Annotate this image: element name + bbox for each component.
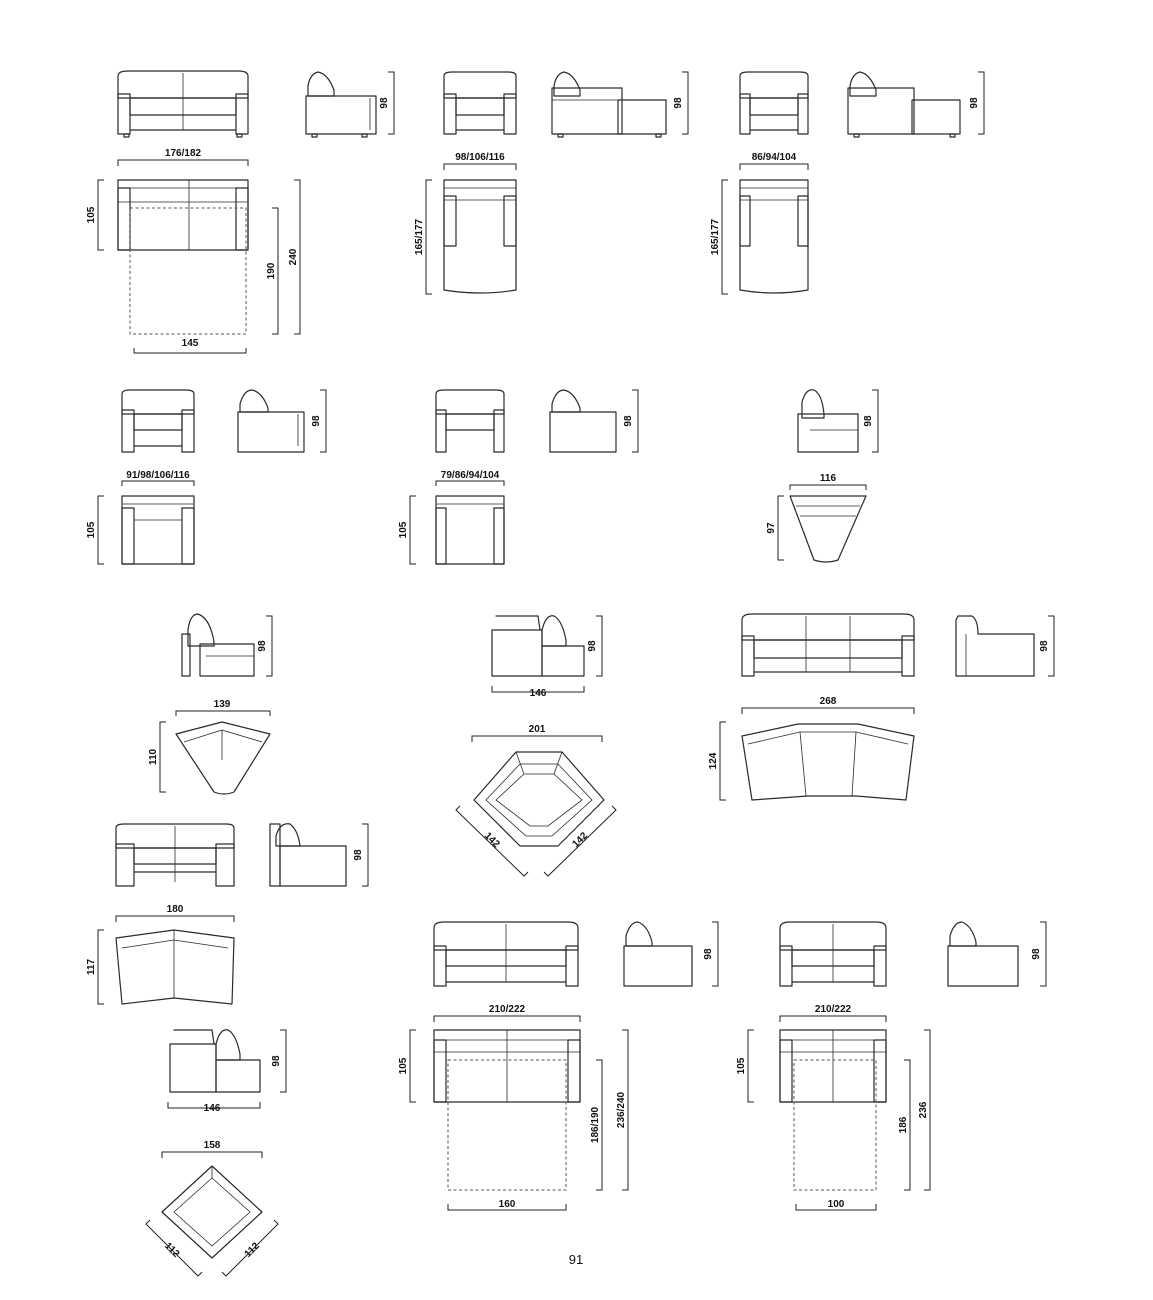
dimension-label: 210/222 [489, 1004, 526, 1015]
dimension-label: 98 [863, 415, 874, 427]
sofa-front-view [117, 70, 249, 138]
dimension-label: 201 [529, 724, 546, 735]
chaise-b-front-view [739, 71, 809, 135]
dimension-label: 100 [828, 1199, 845, 1210]
dimension-label: 97 [766, 522, 777, 534]
sofa-side-view [305, 71, 377, 138]
corner-unit: 98 146 201 142 142 [455, 615, 617, 877]
armless-chair: 98 79/86/94/104 105 [398, 389, 639, 565]
open-depth-label: 240 [288, 248, 299, 265]
dimension-label: 98 [623, 415, 634, 427]
dimension-label: 165/177 [710, 218, 721, 255]
dimension-label: 98 [673, 97, 684, 109]
dimension-label: 117 [86, 958, 97, 975]
dimension-label: 105 [86, 521, 97, 538]
dimension-label: 186 [898, 1116, 909, 1133]
dimension-label: 236 [918, 1101, 929, 1118]
wedge-unit: 98 116 97 [766, 389, 879, 563]
dimension-label: 98 [1039, 640, 1050, 652]
dimension-label: 142 [570, 830, 590, 850]
small-sofa-bed: 98 210/222 105 186 236 100 [736, 921, 1047, 1211]
angled-sofa: 98 180 117 [86, 823, 369, 1005]
mattress-length-label: 190 [266, 262, 277, 279]
dimension-label: 105 [398, 1057, 409, 1074]
chaise-b-side-view: 98 [847, 71, 985, 138]
dimension-label: 105 [398, 521, 409, 538]
height-dimension: 98 [379, 71, 395, 135]
dimension-label: 139 [214, 699, 231, 710]
dimension-label: 116 [820, 473, 837, 484]
sofa-bed-plan: 176/182 105 190 240 145 [86, 148, 301, 354]
dimension-label: 160 [499, 1199, 516, 1210]
dimension-label: 158 [204, 1140, 221, 1151]
dimension-label: 98 [587, 640, 598, 652]
dimension-label: 98 [969, 97, 980, 109]
dimension-label: 98/106/116 [455, 152, 505, 163]
dimension-label: 165/177 [414, 218, 425, 255]
dimension-label: 98 [311, 415, 322, 427]
dimension-label: 180 [167, 904, 184, 915]
chaise-a-plan: 98/106/116 165/177 [414, 152, 517, 295]
chaise-a-front-view [443, 71, 517, 135]
dimension-label: 98 [353, 849, 364, 861]
curved-sofa: 98 268 124 [708, 613, 1055, 801]
dimension-label: 98 [1031, 948, 1042, 960]
dimension-label: 98 [271, 1055, 282, 1067]
dimension-label: 98 [257, 640, 268, 652]
sofa-depth-label: 105 [86, 206, 97, 223]
armchair: 98 91/98/106/116 105 [86, 389, 327, 565]
dimension-label: 79/86/94/104 [441, 470, 500, 481]
dimension-label: 186/190 [590, 1106, 601, 1143]
height-label: 98 [379, 97, 390, 109]
dimension-label: 91/98/106/116 [126, 470, 190, 481]
page-number: 91 [569, 1252, 583, 1267]
dimension-label: 105 [736, 1057, 747, 1074]
mattress-width-label: 145 [182, 338, 199, 349]
sofa-width-label: 176/182 [165, 148, 202, 159]
large-sofa-bed: 98 210/222 105 186/190 236/240 160 [398, 921, 719, 1211]
dimension-label: 124 [708, 752, 719, 769]
chaise-a-side-view: 98 [551, 71, 689, 138]
dimension-label: 86/94/104 [752, 152, 797, 163]
corner-wedge: 98 139 110 [148, 613, 273, 795]
square-corner: 98 146 158 112 112 [145, 1029, 287, 1277]
dimension-label: 110 [148, 748, 159, 765]
dimension-label: 236/240 [616, 1091, 627, 1128]
dimension-label: 146 [204, 1103, 221, 1114]
dimension-label: 210/222 [815, 1004, 852, 1015]
dimension-label: 142 [482, 830, 502, 850]
dimension-label: 146 [530, 688, 547, 699]
chaise-b-plan: 86/94/104 165/177 [710, 152, 809, 295]
dimension-label: 98 [703, 948, 714, 960]
dimension-label: 268 [820, 696, 837, 707]
